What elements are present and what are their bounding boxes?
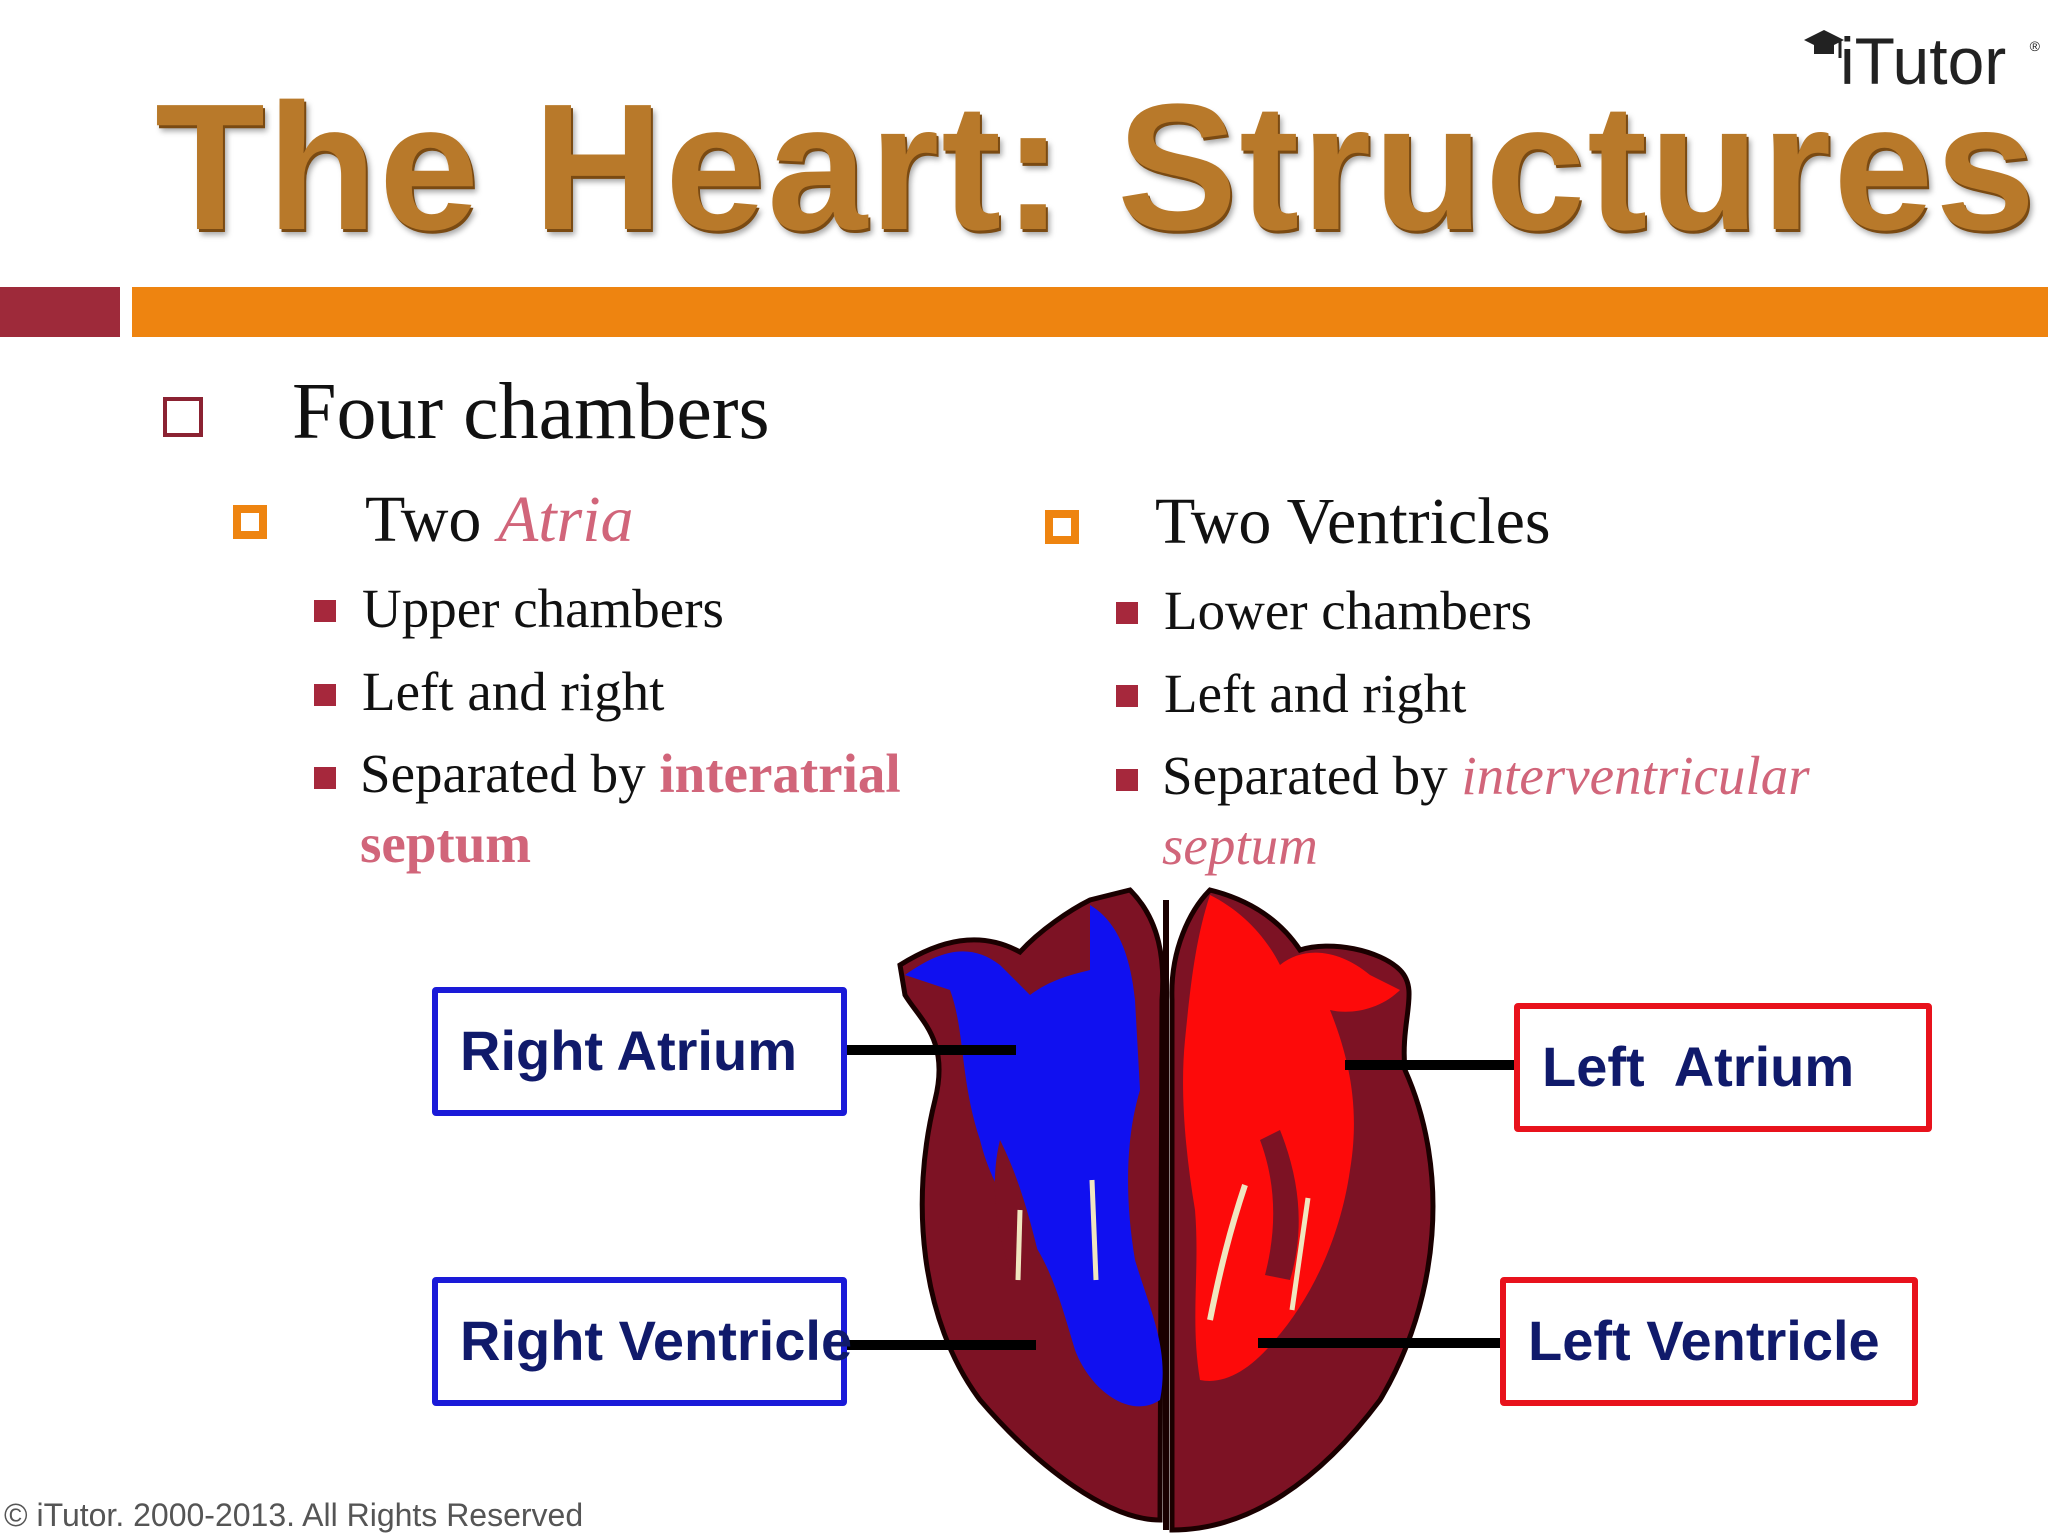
atria-item-separated: Separated by interatrial septum	[360, 739, 1000, 880]
label-right-atrium-text: Right Atrium	[460, 1019, 797, 1082]
ventricles-item-lower: Lower chambers	[1164, 580, 1533, 641]
connector-right-atrium	[846, 1045, 1016, 1055]
page-title: The Heart: Structures	[155, 67, 2038, 268]
square-bullet-icon	[1116, 685, 1138, 707]
label-right-atrium: Right Atrium	[432, 987, 847, 1116]
logo-text: iTutor	[1840, 24, 2007, 98]
square-bullet-icon	[314, 684, 336, 706]
atria-highlight: Atria	[497, 483, 634, 556]
square-bullet-icon	[1116, 602, 1138, 624]
atria-sep-prefix: Separated by	[360, 743, 660, 804]
left-chambers-red	[1183, 895, 1400, 1381]
copyright-footer: © iTutor. 2000-2013. All Rights Reserved	[4, 1497, 584, 1533]
ventricles-sep-highlight-2: septum	[1162, 815, 1318, 877]
square-bullet-icon	[314, 767, 336, 789]
atria-item-upper: Upper chambers	[362, 578, 724, 639]
header-accent-red-bar	[0, 287, 120, 337]
atria-sep-highlight-2: septum	[360, 813, 532, 875]
heart-diagram	[897, 887, 1436, 1533]
ventricles-item-left-right: Left and right	[1164, 663, 1467, 724]
heading-two-ventricles: Two Ventricles	[1155, 485, 1551, 558]
orange-square-bullet-icon	[1045, 510, 1079, 544]
ventricles-sep-highlight-1: interventricular	[1461, 745, 1810, 806]
header-accent-orange-bar	[132, 287, 2048, 337]
hollow-square-bullet-icon	[163, 397, 203, 437]
registered-mark: ®	[2029, 38, 2040, 54]
label-left-ventricle-text: Left Ventricle	[1528, 1309, 1880, 1372]
heading-two-atria: Two Atria	[365, 487, 634, 553]
label-right-ventricle-text: Right Ventricle	[460, 1309, 853, 1372]
label-left-atrium-text: Left Atrium	[1542, 1035, 1855, 1098]
square-bullet-icon	[314, 600, 336, 622]
itutor-logo: iTutor ®	[1800, 20, 2040, 100]
connector-left-atrium	[1345, 1060, 1515, 1070]
label-left-ventricle: Left Ventricle	[1500, 1277, 1918, 1406]
atria-sep-highlight-1: interatrial	[659, 743, 901, 804]
atria-prefix: Two	[365, 483, 498, 556]
connector-right-ventricle	[846, 1340, 1036, 1350]
orange-square-bullet-icon	[233, 505, 267, 539]
connector-left-ventricle	[1258, 1338, 1501, 1348]
bullet-four-chambers: Four chambers	[292, 368, 770, 456]
square-bullet-icon	[1116, 769, 1138, 791]
graduation-cap-icon	[1804, 30, 1844, 58]
atria-item-left-right: Left and right	[362, 661, 665, 722]
label-right-ventricle: Right Ventricle	[432, 1277, 852, 1406]
right-chambers-blue	[905, 905, 1163, 1407]
ventricles-item-separated: Separated by interventricular septum	[1162, 741, 2022, 882]
ventricles-sep-prefix: Separated by	[1162, 745, 1462, 806]
label-left-atrium: Left Atrium	[1514, 1003, 1932, 1132]
